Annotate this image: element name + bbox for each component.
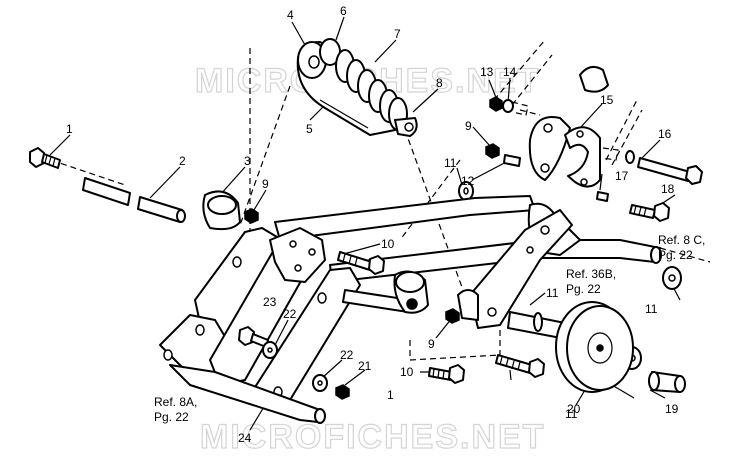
callout-22-lower: 22 [340,348,354,362]
callout-8: 8 [436,76,443,90]
callout-4: 4 [287,8,294,22]
callout-24: 24 [238,431,252,445]
callout-9-upper: 9 [465,119,472,133]
callout-5: 5 [306,122,313,136]
callout-7: 7 [394,27,401,41]
callout-12: 12 [461,174,475,188]
axle-spacer [342,270,429,314]
callout-16: 16 [658,127,672,141]
callout-10-upper: 10 [381,237,395,251]
callout-13: 13 [480,65,494,79]
bracket-15 [528,65,619,188]
ref-8c-line1: Ref. 8 C, [658,233,705,247]
bolt-16 [625,150,703,185]
callout-numbers: 1 2 3 4 5 6 7 8 9 9 9 10 10 11 11 11 11 … [66,4,679,445]
spacer-19 [648,371,686,393]
callout-20: 20 [567,402,581,416]
callout-9-lower: 9 [428,337,435,351]
wheel-axle-20 [507,301,634,393]
ref-36b-line2: Pg. 22 [566,282,601,296]
main-frame [159,227,361,424]
callout-1-lower: 1 [387,388,394,402]
callout-15: 15 [600,93,614,107]
nut-9-left [244,208,259,224]
bolt-1-left [29,147,61,169]
callout-17: 17 [615,169,629,183]
callout-10-lower: 10 [400,365,414,379]
callout-11-bottom: 11 [565,407,578,421]
callout-18: 18 [661,182,675,196]
upper-right-hardware [458,96,529,201]
bolt-10-lower [495,354,545,378]
callout-19: 19 [665,402,679,416]
callout-23: 23 [263,295,277,309]
callout-2: 2 [179,154,186,168]
callout-11-right: 11 [645,302,658,316]
rear-bracket [457,209,573,329]
watermark-bottom: MICROFICHES.NET [200,418,545,456]
ref-8a-line2: Pg. 22 [154,410,189,424]
reference-notes: Ref. 8 C, Pg. 22 Ref. 36B, Pg. 22 Ref. 8… [154,233,705,424]
ref-8c-line2: Pg. 22 [658,248,693,262]
bolt-10-upper [337,251,385,275]
spacer-3 [202,190,241,231]
callout-1: 1 [66,122,73,136]
callout-6: 6 [340,4,347,18]
callout-11-upper: 11 [444,156,457,170]
ref-36b-line1: Ref. 36B, [566,267,616,281]
nut-9-lower [445,308,460,324]
bolt-18 [596,191,670,222]
callout-21: 21 [358,359,372,373]
callout-3: 3 [244,154,251,168]
callout-9-left: 9 [262,177,269,191]
bolt-1-lower [428,364,465,384]
bushing-2 [82,177,186,223]
shock-absorber [296,38,418,137]
callout-11-axle: 11 [546,286,559,300]
callout-22-upper: 22 [283,307,297,321]
callout-14: 14 [503,65,517,79]
lower-hardware [238,326,350,400]
ref-8a-line1: Ref. 8A, [154,395,197,409]
